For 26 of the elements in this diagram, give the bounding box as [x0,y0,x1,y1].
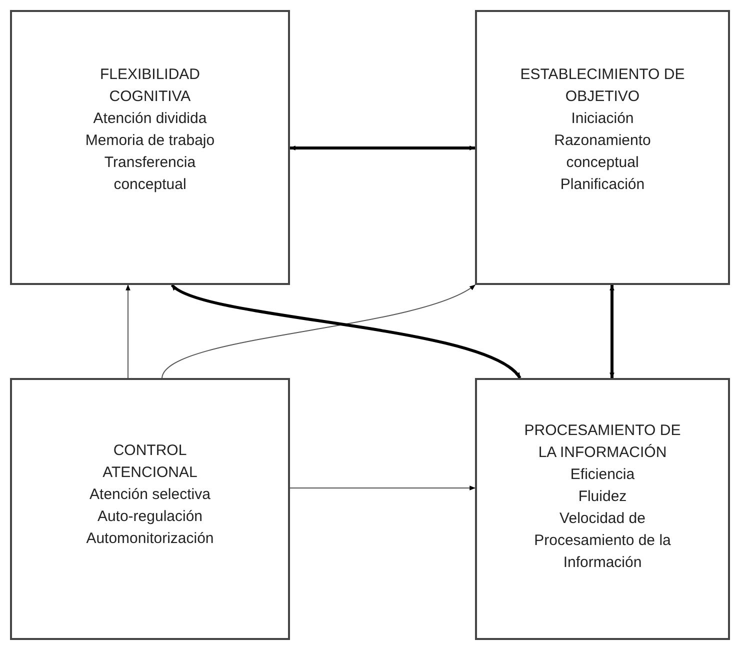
arrow [290,486,476,490]
arrow [126,284,130,378]
process-box [475,378,730,640]
box-item: Planificación [560,175,645,195]
box-item: Iniciación [571,109,634,129]
arrow [171,284,522,380]
box-item: Velocidad de Procesamiento de la Información [533,509,672,573]
box-item: Fluidez [578,487,627,507]
arrow [162,284,476,378]
box-item: Eficiencia [570,465,635,485]
process-box [10,10,290,285]
box-heading: ESTABLECIMIENTO DE OBJETIVO [519,65,686,107]
box-item: Transferencia conceptual [103,153,197,195]
box-heading: CONTROL ATENCIONAL [102,441,198,483]
arrow [289,146,476,150]
box-heading: PROCESAMIENTO DE LA INFORMACIÓN [523,421,682,463]
process-box [10,378,290,640]
box-item: Auto-regulación [97,507,203,527]
box-item: Atención dividida [93,109,207,129]
process-box [475,10,730,285]
arrow [610,284,614,379]
box-heading: FLEXIBILIDAD COGNITIVA [98,65,202,107]
box-item: Razonamiento conceptual [553,131,652,173]
box-item: Automonitorización [86,529,214,549]
box-item: Memoria de trabajo [85,131,215,151]
box-item: Atención selectiva [90,485,210,505]
